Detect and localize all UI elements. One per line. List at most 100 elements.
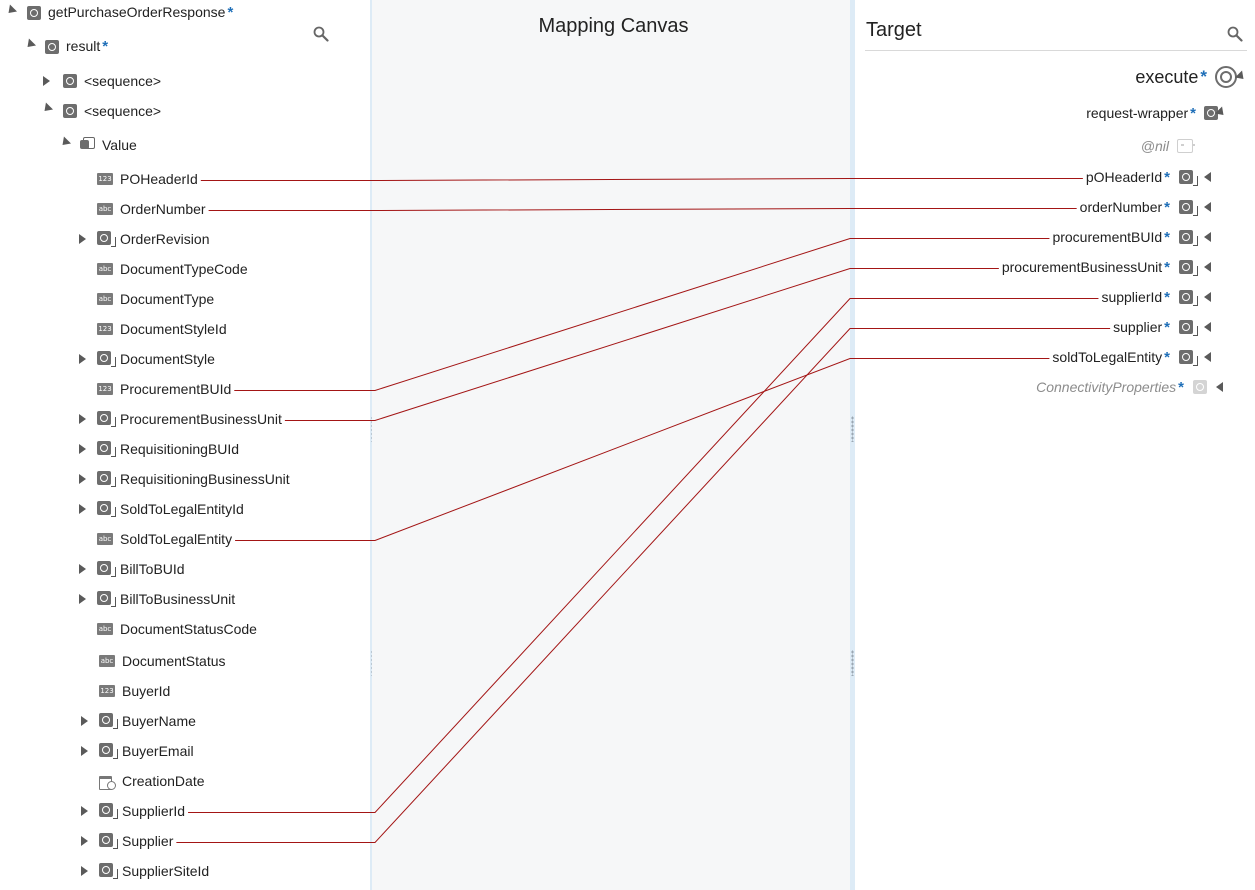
required-mark: * [102, 38, 109, 55]
source-field-row[interactable]: OrderRevision [0, 228, 300, 250]
optional-element-icon [97, 561, 116, 577]
collapse-left-triangle-icon[interactable] [1204, 292, 1211, 302]
expand-triangle-icon[interactable] [43, 76, 50, 86]
source-sequence-row[interactable]: <sequence> [0, 100, 300, 122]
optional-element-icon [1179, 260, 1198, 276]
required-mark: * [1164, 348, 1170, 366]
element-icon [1204, 106, 1218, 120]
source-field-row[interactable]: CreationDate [0, 770, 300, 792]
collapse-left-triangle-icon[interactable] [1204, 322, 1211, 332]
collapse-left-triangle-icon[interactable] [1204, 172, 1211, 182]
source-search-icon[interactable] [313, 26, 329, 42]
source-field-label: CreationDate [122, 773, 205, 789]
collapse-triangle-icon[interactable] [4, 4, 18, 17]
target-field-row[interactable]: soldToLegalEntity* [895, 346, 1255, 368]
source-field-row[interactable]: BillToBUId [0, 558, 300, 580]
expand-triangle-icon[interactable] [79, 564, 86, 574]
target-field-label: supplier [1113, 319, 1163, 335]
target-root-label: execute [1135, 66, 1199, 87]
source-sequence-row[interactable]: <sequence> [0, 70, 300, 92]
source-field-row[interactable]: BuyerName [0, 710, 300, 732]
target-search-icon[interactable] [1227, 26, 1243, 42]
optional-element-icon [99, 803, 118, 819]
expand-triangle-icon[interactable] [79, 504, 86, 514]
target-execute-row[interactable]: execute* [955, 66, 1255, 88]
source-field-row[interactable]: SoldToLegalEntityId [0, 498, 300, 520]
expand-triangle-icon[interactable] [79, 444, 86, 454]
nil-icon [1177, 139, 1195, 153]
source-field-row[interactable]: Supplier [0, 830, 300, 852]
target-wrapper-row[interactable]: request-wrapper* [955, 102, 1255, 124]
required-mark: * [1190, 104, 1196, 122]
expand-triangle-icon[interactable] [81, 806, 88, 816]
collapse-left-triangle-icon[interactable] [1216, 382, 1223, 392]
source-field-row[interactable]: BuyerEmail [0, 740, 300, 762]
expand-triangle-icon[interactable] [79, 414, 86, 424]
target-field-row[interactable]: procurementBUId* [895, 226, 1255, 248]
target-field-row[interactable]: procurementBusinessUnit* [895, 256, 1255, 278]
operation-root-icon [1215, 66, 1237, 88]
collapse-left-triangle-icon[interactable] [1204, 202, 1211, 212]
required-mark: * [1164, 198, 1170, 216]
expand-triangle-icon[interactable] [79, 234, 86, 244]
collapse-triangle-icon[interactable] [1234, 70, 1248, 83]
required-mark: * [1164, 168, 1170, 186]
source-field-row[interactable]: DocumentStyle [0, 348, 300, 370]
source-value-row[interactable]: Value [0, 134, 300, 156]
splitter-grip-icon[interactable] [851, 416, 854, 442]
collapse-triangle-icon[interactable] [58, 136, 72, 149]
source-result-row[interactable]: result* [0, 36, 300, 58]
source-result-label: result [66, 38, 101, 54]
expand-triangle-icon[interactable] [81, 836, 88, 846]
expand-triangle-icon[interactable] [81, 866, 88, 876]
mapping-canvas[interactable]: Mapping Canvas [372, 0, 855, 890]
canvas-title: Mapping Canvas [538, 15, 689, 37]
source-field-row[interactable]: RequisitioningBusinessUnit [0, 468, 300, 490]
target-field-label: pOHeaderId [1085, 169, 1163, 185]
optional-element-icon [97, 471, 116, 487]
source-field-row[interactable]: ProcurementBusinessUnit [0, 408, 300, 430]
collapse-left-triangle-icon[interactable] [1204, 232, 1211, 242]
collapse-left-triangle-icon[interactable] [1204, 352, 1211, 362]
target-connectivity-row[interactable]: ConnectivityProperties* [895, 376, 1255, 398]
required-mark: * [1164, 288, 1170, 306]
expand-triangle-icon[interactable] [79, 474, 86, 484]
expand-triangle-icon[interactable] [79, 594, 86, 604]
element-icon [45, 40, 59, 54]
source-field-label: OrderRevision [120, 231, 210, 247]
collapse-left-triangle-icon[interactable] [1204, 262, 1211, 272]
expand-triangle-icon[interactable] [79, 354, 86, 364]
source-field-row[interactable]: SupplierSiteId [0, 860, 300, 882]
expand-triangle-icon[interactable] [81, 746, 88, 756]
splitter-grip-icon[interactable] [851, 650, 854, 676]
required-mark: * [1200, 67, 1207, 86]
expand-triangle-icon[interactable] [81, 716, 88, 726]
source-field-row[interactable]: SupplierId [0, 800, 300, 822]
target-field-row[interactable]: pOHeaderId* [895, 166, 1255, 188]
source-field-label: DocumentStatus [122, 653, 226, 669]
target-field-row[interactable]: orderNumber* [895, 196, 1255, 218]
target-field-label: soldToLegalEntity [1052, 349, 1163, 365]
target-nil-row[interactable]: @nil [955, 135, 1255, 157]
optional-element-icon [99, 833, 118, 849]
source-field-row[interactable]: RequisitioningBUId [0, 438, 300, 460]
source-field-row[interactable]: BillToBusinessUnit [0, 588, 300, 610]
string-type-icon: abc [97, 293, 113, 305]
collapse-triangle-icon[interactable] [40, 102, 54, 115]
source-field-label: RequisitioningBusinessUnit [120, 471, 290, 487]
target-panel: Target execute* request-wrapper* @nil pO… [855, 0, 1255, 890]
target-field-row[interactable]: supplier* [895, 316, 1255, 338]
collapse-triangle-icon[interactable] [23, 38, 37, 51]
target-field-row[interactable]: supplierId* [895, 286, 1255, 308]
source-field-label: ProcurementBusinessUnit [120, 411, 282, 427]
